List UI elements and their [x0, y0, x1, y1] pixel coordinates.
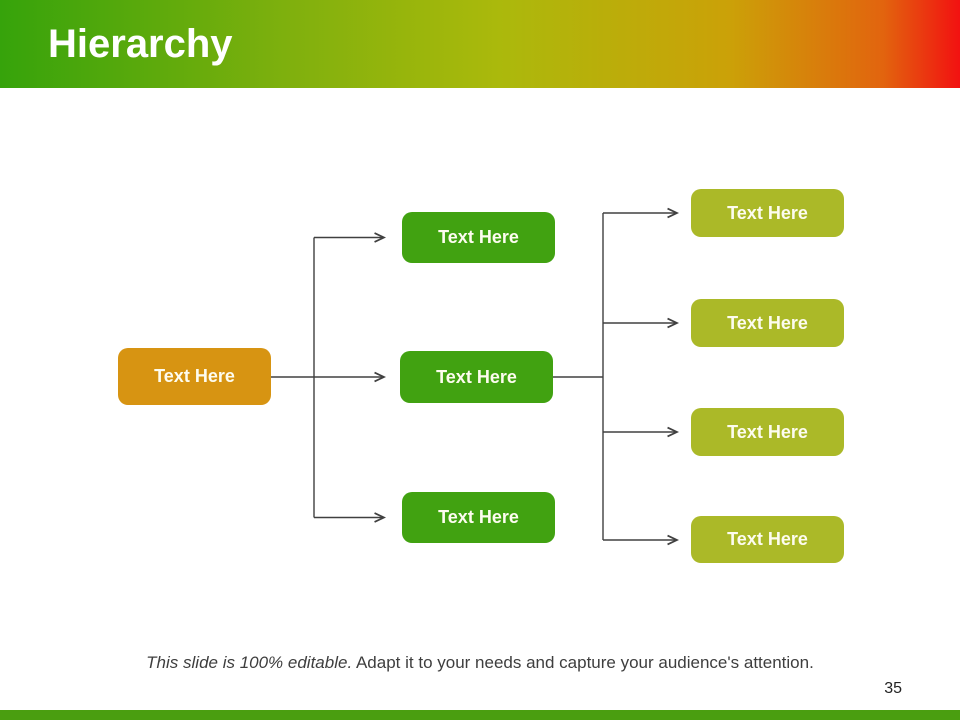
node-label: Text Here [727, 202, 808, 223]
footer-note-italic: This slide is 100% editable. [146, 653, 353, 672]
hierarchy-node-level2-1[interactable]: Text Here [402, 212, 555, 263]
hierarchy-node-level3-3[interactable]: Text Here [691, 408, 844, 456]
node-label: Text Here [436, 366, 517, 387]
page-title: Hierarchy [48, 22, 233, 66]
hierarchy-node-level2-3[interactable]: Text Here [402, 492, 555, 543]
page-number: 35 [884, 680, 902, 697]
hierarchy-node-level2-2[interactable]: Text Here [400, 351, 553, 403]
node-label: Text Here [727, 529, 808, 549]
node-label: Text Here [438, 227, 519, 247]
hierarchy-node-level3-4[interactable]: Text Here [691, 516, 844, 563]
footer-note: This slide is 100% editable. Adapt it to… [0, 653, 960, 673]
hierarchy-node-root[interactable]: Text Here [118, 348, 271, 405]
hierarchy-node-level3-1[interactable]: Text Here [691, 189, 844, 237]
footer-note-regular: Adapt it to your needs and capture your … [352, 653, 814, 672]
node-label: Text Here [727, 312, 808, 333]
node-label: Text Here [438, 507, 519, 527]
slide-title-bar: Hierarchy [0, 0, 960, 88]
footer-bar [0, 710, 960, 720]
node-label: Text Here [727, 421, 808, 442]
node-label: Text Here [154, 366, 235, 386]
hierarchy-node-level3-2[interactable]: Text Here [691, 299, 844, 347]
